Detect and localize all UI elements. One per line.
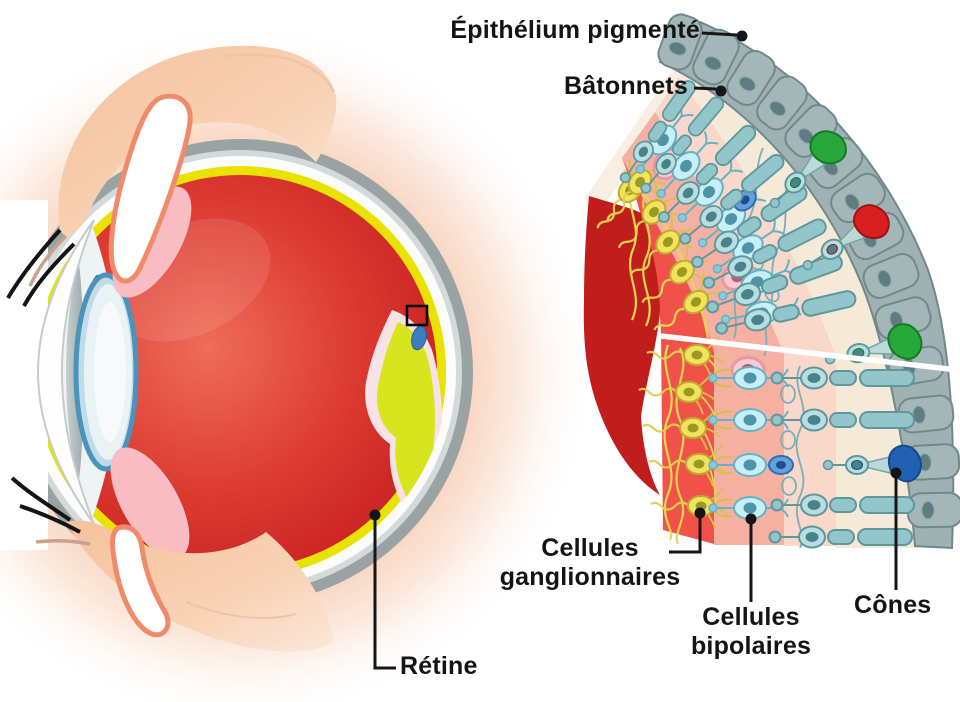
optic-spot — [411, 325, 427, 351]
leader-dots — [369, 30, 902, 525]
label-rods: Bâtonnets — [563, 72, 688, 100]
label-bipolar-cells: Cellules bipolaires — [660, 603, 842, 661]
label-ganglion-cells: Cellules ganglionnaires — [490, 534, 690, 592]
lens-highlight — [94, 302, 126, 442]
label-bipolar-cells-line1: Cellules — [702, 603, 800, 631]
eye-cross-section — [0, 45, 473, 652]
retina-cross-section — [583, 9, 960, 550]
leader-ganglion — [669, 514, 702, 554]
wedge-divider — [660, 333, 959, 373]
blue-cell — [768, 455, 794, 475]
label-bipolar-cells-line2: bipolaires — [690, 632, 812, 660]
leader-retina — [373, 516, 396, 670]
label-ganglion-cells-line2: ganglionnaires — [499, 563, 681, 591]
macula-region — [365, 310, 443, 522]
leader-rods — [693, 86, 717, 91]
outer-pink-layer — [655, 77, 836, 546]
upper-eyelid — [6, 45, 337, 307]
sclera-shadow — [297, 429, 466, 598]
label-ganglion-cells-line1: Cellules — [541, 534, 639, 562]
lower-eyelid — [10, 476, 334, 652]
label-retina: Rétine — [400, 652, 478, 680]
upper-eyelashes — [6, 228, 76, 307]
canthus-tissue-bottom — [110, 447, 190, 559]
label-cones: Cônes — [854, 591, 932, 619]
ganglion-layer — [622, 158, 714, 544]
vitreous-edge — [583, 196, 660, 495]
lower-eyelashes — [10, 476, 91, 546]
magnified-region-marker — [405, 304, 429, 327]
leader-lines — [373, 31, 898, 670]
label-pigmented-epithelium: Épithélium pigmenté — [450, 16, 700, 44]
leader-epithelium — [701, 31, 738, 37]
